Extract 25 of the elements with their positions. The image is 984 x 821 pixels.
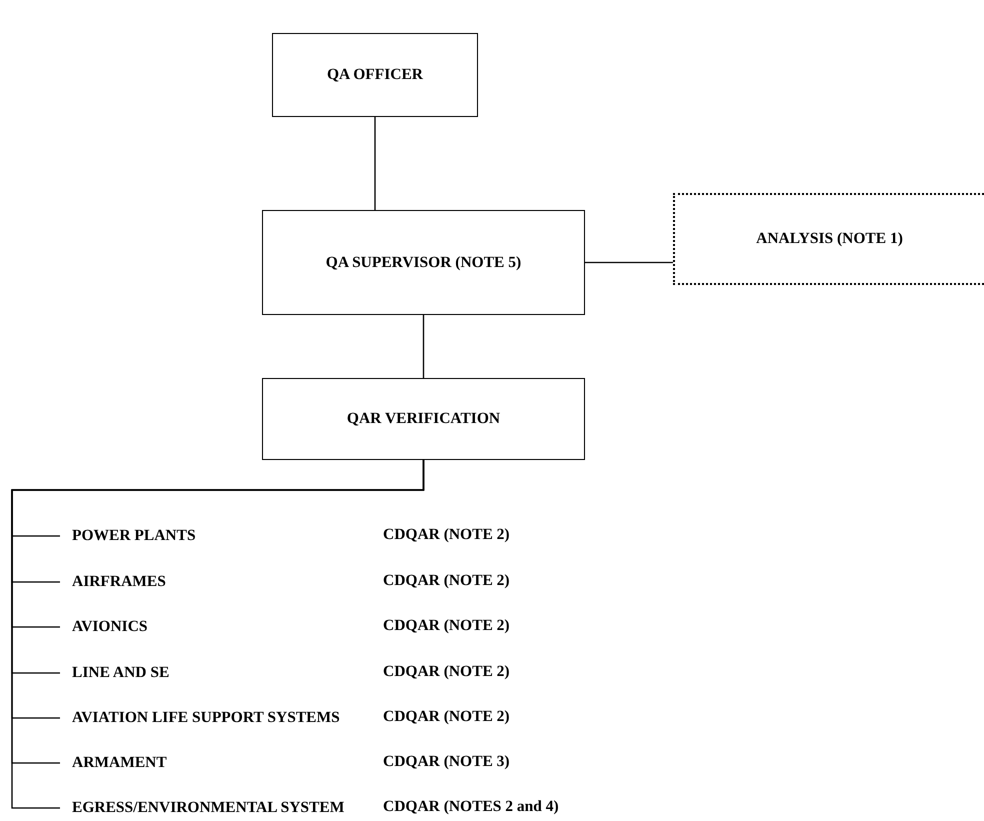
- connector-line: [585, 262, 673, 264]
- node-text: AIRFRAMES: [72, 573, 166, 591]
- node-text: POWER PLANTS: [72, 527, 196, 545]
- connector-line: [422, 315, 424, 378]
- node-text: ANALYSIS (NOTE 1): [756, 230, 903, 248]
- note-label: CDQAR (NOTES 2 and 4): [383, 798, 559, 816]
- note-label: CDQAR (NOTE 2): [383, 708, 510, 726]
- node-text: AVIATION LIFE SUPPORT SYSTEMS: [72, 709, 340, 727]
- node-text: EGRESS/ENVIRONMENTAL SYSTEM: [72, 799, 344, 817]
- process-box: [262, 210, 585, 315]
- node-text: ARMAMENT: [72, 754, 167, 772]
- node-text: LINE AND SE: [72, 664, 170, 682]
- note-label: CDQAR (NOTE 2): [383, 617, 510, 635]
- process-box: [272, 33, 478, 117]
- note-label: CDQAR (NOTE 2): [383, 526, 510, 544]
- node-text: QAR VERIFICATION: [346, 410, 500, 428]
- dotted-box: [673, 193, 984, 285]
- node-text: QA OFFICER: [326, 66, 424, 84]
- note-label: CDQAR (NOTE 3): [383, 753, 510, 771]
- process-box: [262, 378, 585, 460]
- connector-line: [374, 117, 376, 210]
- node-text: QA SUPERVISOR (NOTE 5): [326, 254, 522, 272]
- note-label: CDQAR (NOTE 2): [383, 663, 510, 681]
- node-text: AVIONICS: [72, 618, 148, 636]
- note-label: CDQAR (NOTE 2): [383, 572, 510, 590]
